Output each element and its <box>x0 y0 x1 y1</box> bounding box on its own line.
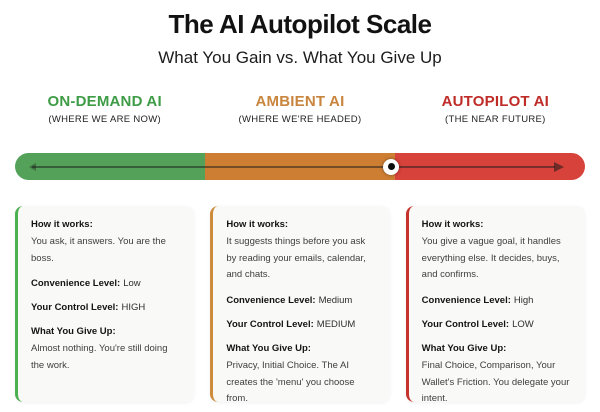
control-value: HIGH <box>121 302 146 314</box>
stage-name-on-demand: ON-DEMAND AI <box>47 93 162 110</box>
how-it-works-text: You give a vague goal, it handles everyt… <box>421 236 561 281</box>
give-up-text: Privacy, Initial Choice. The AI creates … <box>226 359 355 402</box>
scale-slider-knob[interactable] <box>383 158 400 175</box>
arrow-right-icon <box>554 161 564 172</box>
how-it-works-label: How it works: <box>226 219 289 230</box>
card-autopilot-ai: How it works: You give a vague goal, it … <box>405 206 585 402</box>
knob-center-dot <box>387 163 395 170</box>
stage-name-ambient: AMBIENT AI <box>255 93 345 110</box>
control-line: Your Control Level:HIGH <box>31 302 181 313</box>
control-label: Your Control Level: <box>226 318 314 330</box>
arrow-left-icon <box>29 162 36 171</box>
stage-header-row: ON-DEMAND AI (WHERE WE ARE NOW) AMBIENT … <box>0 93 600 125</box>
how-it-works-text: It suggests things before you ask by rea… <box>226 236 366 281</box>
scale-arrow-line <box>32 165 555 168</box>
convenience-line: Convenience Level:Low <box>31 278 181 289</box>
convenience-value: High <box>513 294 534 306</box>
detail-cards-row: How it works: You ask, it answers. You a… <box>0 206 600 402</box>
stage-caption-on-demand: (WHERE WE ARE NOW) <box>48 114 161 125</box>
convenience-value: Medium <box>318 294 353 306</box>
control-value: LOW <box>512 318 534 330</box>
convenience-line: Convenience Level:High <box>422 295 572 306</box>
control-label: Your Control Level: <box>421 318 510 330</box>
give-up-label: What You Give Up: <box>31 326 116 338</box>
give-up-label: What You Give Up: <box>421 342 507 354</box>
convenience-label: Convenience Level: <box>226 294 316 306</box>
how-it-works-text: You ask, it answers. You are the boss. <box>31 236 166 264</box>
give-up-label: What You Give Up: <box>226 342 311 354</box>
stage-caption-autopilot: (THE NEAR FUTURE) <box>445 114 546 125</box>
convenience-label: Convenience Level: <box>421 294 511 306</box>
convenience-line: Convenience Level:Medium <box>226 295 376 306</box>
control-line: Your Control Level:MEDIUM <box>226 319 376 330</box>
convenience-value: Low <box>123 278 141 290</box>
card-on-demand-ai: How it works: You ask, it answers. You a… <box>15 206 195 402</box>
page-subtitle: What You Gain vs. What You Give Up <box>158 48 442 67</box>
stage-on-demand-ai: ON-DEMAND AI (WHERE WE ARE NOW) <box>15 93 194 125</box>
control-label: Your Control Level: <box>31 302 119 314</box>
how-it-works-label: How it works: <box>421 219 484 230</box>
autopilot-scale-slider[interactable] <box>15 153 585 180</box>
card-ambient-ai: How it works: It suggests things before … <box>210 206 390 402</box>
give-up-text: Almost nothing. You're still doing the w… <box>31 343 168 371</box>
page-title: The AI Autopilot Scale <box>168 9 432 39</box>
give-up-text: Final Choice, Comparison, Your Wallet's … <box>421 359 570 402</box>
stage-name-autopilot: AUTOPILOT AI <box>441 93 550 110</box>
convenience-label: Convenience Level: <box>31 278 121 290</box>
stage-autopilot-ai: AUTOPILOT AI (THE NEAR FUTURE) <box>406 93 585 125</box>
stage-caption-ambient: (WHERE WE'RE HEADED) <box>238 114 362 125</box>
control-value: MEDIUM <box>316 318 356 330</box>
how-it-works-label: How it works: <box>31 219 93 230</box>
control-line: Your Control Level:LOW <box>422 319 572 330</box>
stage-ambient-ai: AMBIENT AI (WHERE WE'RE HEADED) <box>210 93 389 125</box>
